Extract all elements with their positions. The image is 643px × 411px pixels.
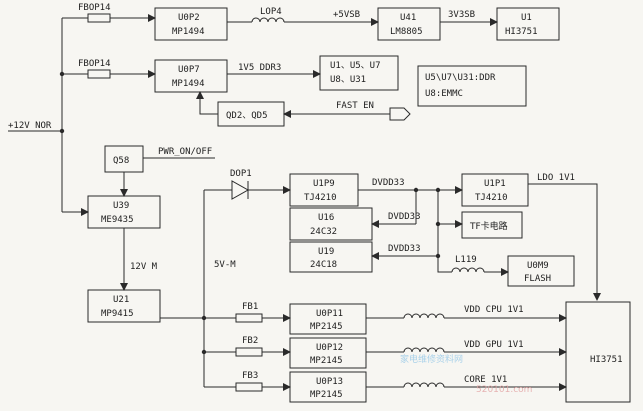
block-u1p9: U1P9 TJ4210 bbox=[289, 173, 359, 207]
svg-text:U0P11: U0P11 bbox=[316, 309, 343, 319]
site-watermark: 家电维修资料网 520101.com bbox=[400, 353, 532, 395]
legend-box: U5\U7\U31:DDR U8:EMMC bbox=[417, 65, 527, 107]
inductor-lop4: LOP4 bbox=[227, 7, 285, 23]
svg-text:FB3: FB3 bbox=[242, 371, 258, 381]
rail-vdd-cpu: VDD CPU 1V1 bbox=[366, 305, 567, 322]
fuse-fbop14-top: FBOP14 bbox=[78, 3, 111, 23]
svg-text:TJ4210: TJ4210 bbox=[304, 193, 337, 203]
net-12v-m: 12V M bbox=[130, 262, 158, 272]
svg-text:ME9435: ME9435 bbox=[101, 215, 134, 225]
block-qd2-qd5: QD2、QD5 bbox=[217, 101, 285, 127]
diode-dop1: DOP1 bbox=[204, 169, 291, 200]
svg-text:FB1: FB1 bbox=[242, 302, 258, 312]
svg-text:TJ4210: TJ4210 bbox=[475, 193, 508, 203]
net-dvdd33-a: DVDD33 bbox=[372, 178, 405, 188]
net-5v-m: 5V-M bbox=[214, 260, 236, 270]
svg-text:HI3751: HI3751 bbox=[505, 27, 538, 37]
svg-text:U39: U39 bbox=[113, 201, 129, 211]
svg-text:520101.com: 520101.com bbox=[476, 385, 532, 395]
svg-text:U1: U1 bbox=[521, 13, 532, 23]
block-u0p12: U0P12 MP2145 bbox=[289, 337, 367, 369]
net-dvdd33-c: DVDD33 bbox=[388, 244, 421, 254]
net-1v5-ddr3: 1V5 DDR3 bbox=[238, 63, 281, 73]
svg-text:L119: L119 bbox=[455, 255, 477, 265]
svg-text:U41: U41 bbox=[400, 13, 416, 23]
block-u16: U16 24C32 bbox=[289, 207, 373, 241]
block-u0m9: U0M9 FLASH bbox=[507, 255, 575, 287]
svg-text:U0P12: U0P12 bbox=[316, 343, 343, 353]
svg-text:U21: U21 bbox=[113, 295, 129, 305]
svg-text:MP2145: MP2145 bbox=[310, 356, 343, 366]
svg-text:U1、U5、U7: U1、U5、U7 bbox=[330, 61, 381, 71]
block-u39: U39 ME9435 bbox=[87, 195, 161, 229]
net-pwr-onoff: PWR_ON/OFF bbox=[158, 147, 212, 157]
fuse-fbop14-mid: FBOP14 bbox=[78, 59, 111, 79]
fuse-fb1: FB1 bbox=[235, 302, 263, 323]
svg-text:MP2145: MP2145 bbox=[310, 322, 343, 332]
fuse-fb3: FB3 bbox=[235, 371, 263, 392]
svg-text:FB2: FB2 bbox=[242, 336, 258, 346]
block-q58: Q58 bbox=[104, 145, 144, 173]
block-u0p11: U0P11 MP2145 bbox=[289, 303, 367, 335]
rail-label: +12V NOR bbox=[8, 121, 52, 131]
block-u1p1: U1P1 TJ4210 bbox=[461, 173, 529, 207]
svg-text:FLASH: FLASH bbox=[524, 274, 551, 284]
svg-text:CORE 1V1: CORE 1V1 bbox=[464, 375, 507, 385]
block-u0p7: U0P7 MP1494 bbox=[154, 59, 228, 93]
svg-text:Q58: Q58 bbox=[113, 156, 129, 166]
svg-text:DOP1: DOP1 bbox=[230, 169, 252, 179]
svg-text:U0M9: U0M9 bbox=[527, 261, 549, 271]
svg-text:24C32: 24C32 bbox=[310, 227, 337, 237]
svg-text:QD2、QD5: QD2、QD5 bbox=[226, 111, 268, 121]
svg-text:U0P2: U0P2 bbox=[178, 13, 200, 23]
svg-text:FBOP14: FBOP14 bbox=[78, 59, 111, 69]
svg-text:TF卡电路: TF卡电路 bbox=[469, 220, 508, 232]
svg-text:VDD GPU 1V1: VDD GPU 1V1 bbox=[464, 340, 524, 350]
svg-text:MP9415: MP9415 bbox=[101, 309, 134, 319]
svg-text:U16: U16 bbox=[318, 213, 334, 223]
svg-text:U0P13: U0P13 bbox=[316, 377, 343, 387]
svg-text:家电维修资料网: 家电维修资料网 bbox=[400, 353, 463, 365]
svg-text:U19: U19 bbox=[318, 247, 334, 257]
svg-text:VDD CPU 1V1: VDD CPU 1V1 bbox=[464, 305, 524, 315]
block-u0p13: U0P13 MP2145 bbox=[289, 371, 367, 403]
svg-text:MP1494: MP1494 bbox=[172, 79, 205, 89]
net-3v3sb: 3V3SB bbox=[448, 10, 475, 20]
block-tf-card: TF卡电路 bbox=[461, 211, 523, 239]
rail-12v-nor: +12V NOR bbox=[8, 17, 155, 216]
fast-en-connector bbox=[389, 107, 411, 121]
block-u19: U19 24C18 bbox=[289, 241, 373, 273]
svg-text:FBOP14: FBOP14 bbox=[78, 3, 111, 13]
block-u1-top: U1 HI3751 bbox=[496, 7, 560, 41]
svg-text:24C18: 24C18 bbox=[310, 260, 337, 270]
svg-text:LOP4: LOP4 bbox=[260, 7, 282, 17]
block-u0p2: U0P2 MP1494 bbox=[154, 7, 228, 41]
block-u41: U41 LM8805 bbox=[377, 7, 441, 41]
svg-text:U5\U7\U31:DDR: U5\U7\U31:DDR bbox=[425, 73, 496, 83]
rail-vdd-gpu: VDD GPU 1V1 bbox=[366, 340, 567, 356]
svg-text:MP1494: MP1494 bbox=[172, 27, 205, 37]
net-ldo-1v1: LDO 1V1 bbox=[537, 173, 575, 183]
svg-text:U8、U31: U8、U31 bbox=[330, 75, 366, 85]
svg-text:U1P1: U1P1 bbox=[484, 179, 506, 189]
net-dvdd33-b: DVDD33 bbox=[388, 212, 421, 222]
svg-text:U1P9: U1P9 bbox=[313, 179, 335, 189]
rail-core: CORE 1V1 bbox=[366, 375, 567, 391]
block-u21: U21 MP9415 bbox=[87, 289, 161, 323]
svg-text:LM8805: LM8805 bbox=[390, 27, 423, 37]
net-5vsb: +5VSB bbox=[333, 10, 360, 20]
svg-text:HI3751: HI3751 bbox=[590, 355, 623, 365]
inductor-l119: L119 bbox=[437, 255, 509, 276]
net-fast-en: FAST EN bbox=[336, 101, 374, 111]
block-ddr-loads: U1、U5、U7 U8、U31 bbox=[319, 55, 399, 91]
block-hi3751-soc: HI3751 bbox=[565, 301, 631, 403]
svg-text:U8:EMMC: U8:EMMC bbox=[425, 89, 463, 99]
svg-text:MP2145: MP2145 bbox=[310, 390, 343, 400]
fuse-fb2: FB2 bbox=[235, 336, 263, 357]
svg-text:U0P7: U0P7 bbox=[178, 65, 200, 75]
